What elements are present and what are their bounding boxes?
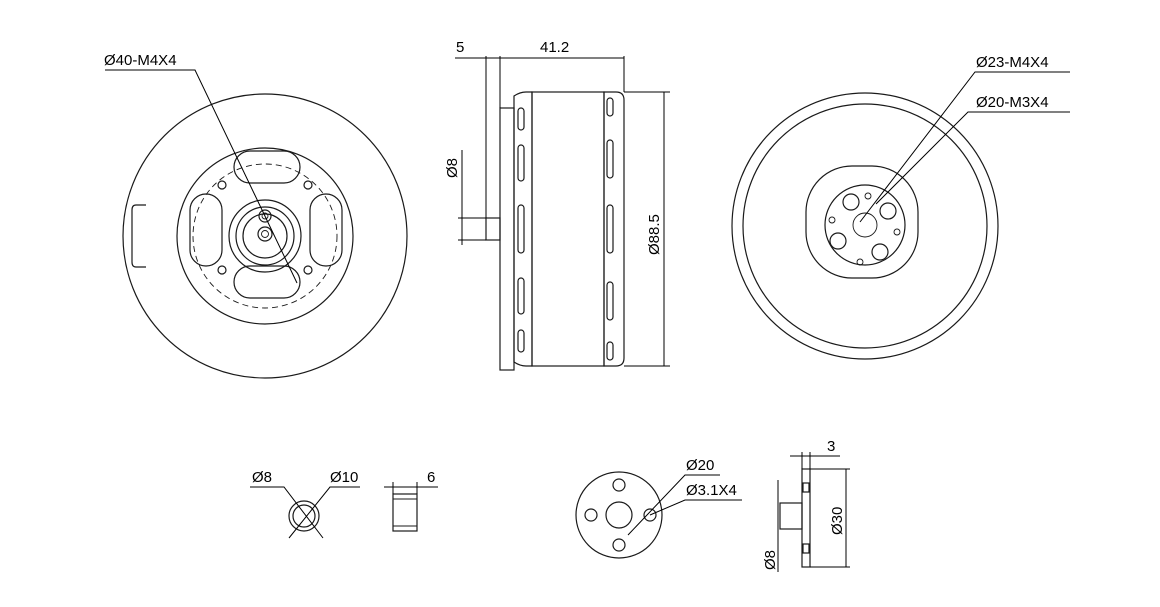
side-vent-rear-1 xyxy=(606,97,614,117)
mount-hole-right xyxy=(643,508,657,522)
rear-m3-leader xyxy=(875,111,1070,205)
front-bolt-circle-leader xyxy=(105,69,298,284)
side-vent-rear-3 xyxy=(606,204,614,254)
front-mount-hole-3 xyxy=(217,265,227,275)
rear-m3-label: Ø20-M3X4 xyxy=(976,94,1049,111)
rear-small-hole-2 xyxy=(893,228,901,236)
front-hub-mid xyxy=(235,206,295,266)
mount-bolt-circle-label: Ø20 xyxy=(686,457,714,474)
side-motor-body xyxy=(531,91,605,367)
shaft-diameter-label: Ø8 xyxy=(444,158,461,178)
mount-side-hub xyxy=(779,502,803,530)
bushing-inner-leader xyxy=(250,486,324,539)
front-side-notch xyxy=(131,204,146,268)
rear-small-hole-4 xyxy=(856,258,864,266)
rear-m4-leader xyxy=(859,71,1070,223)
mount-holes-leader xyxy=(649,499,742,516)
front-hub-inner xyxy=(242,213,288,259)
bushing-side-body xyxy=(392,493,418,532)
front-mount-hole-4 xyxy=(303,265,313,275)
rear-view xyxy=(731,71,1070,360)
bushing-inner-circle xyxy=(292,504,316,528)
front-slot-left xyxy=(189,193,223,267)
mount-bolt-circle-leader xyxy=(627,474,720,536)
side-vent-rear-5 xyxy=(606,341,614,361)
mount-hub-label: Ø8 xyxy=(762,550,779,570)
rear-center-hole xyxy=(852,212,878,238)
bushing-length-label: 6 xyxy=(427,469,435,486)
mount-hole-left xyxy=(584,508,598,522)
front-slot-top xyxy=(233,150,301,184)
side-vent-front-1 xyxy=(517,107,525,131)
front-bolt-circle xyxy=(192,163,338,309)
rear-screw-3 xyxy=(829,232,847,250)
front-outer-rim xyxy=(122,93,408,379)
mount-diameter-label: Ø30 xyxy=(829,507,846,535)
front-shaft-hole-inner xyxy=(261,230,269,238)
side-rear-bell xyxy=(603,91,625,367)
shaft-extension-label: 5 xyxy=(456,39,464,56)
bushing-view xyxy=(250,482,438,539)
side-view xyxy=(455,56,670,371)
front-slot-bottom xyxy=(233,265,301,299)
mount-side-view xyxy=(777,452,850,572)
front-slot-right xyxy=(309,193,343,267)
side-vent-front-2 xyxy=(517,144,525,182)
front-face-ring xyxy=(176,147,354,325)
mount-front-view xyxy=(575,471,742,559)
front-view xyxy=(105,69,408,379)
front-mount-hole-1 xyxy=(217,180,227,190)
front-shaft-hole xyxy=(257,226,273,242)
rear-m4-label: Ø23-M4X4 xyxy=(976,54,1049,71)
rear-screw-2 xyxy=(879,202,897,220)
rear-outer-rim xyxy=(731,92,999,360)
rear-inner-rim xyxy=(742,103,988,349)
front-screw-hole-top xyxy=(258,209,272,223)
motor-diameter-label: Ø88.5 xyxy=(646,214,663,255)
rear-screw-1 xyxy=(842,193,860,211)
front-screw-hole-top-inner xyxy=(261,212,269,220)
mount-hole-top xyxy=(612,478,626,492)
mount-holes-label: Ø3.1X4 xyxy=(686,482,737,499)
front-mount-hole-2 xyxy=(303,180,313,190)
mount-hole-bottom xyxy=(612,538,626,552)
bushing-inner-label: Ø8 xyxy=(252,469,272,486)
bushing-outer-leader xyxy=(288,486,360,539)
rear-small-hole-3 xyxy=(828,216,836,224)
mount-side-hole-1 xyxy=(802,482,810,493)
mount-center-hole xyxy=(605,501,633,529)
motor-length-label: 41.2 xyxy=(540,39,569,56)
side-vent-rear-4 xyxy=(606,281,614,321)
bushing-outer-circle xyxy=(288,500,320,532)
mount-side-hole-2 xyxy=(802,543,810,554)
rear-hub-plate xyxy=(805,165,919,279)
side-vent-front-3 xyxy=(517,204,525,254)
side-shaft xyxy=(485,217,501,241)
rear-mount-ring xyxy=(824,184,906,266)
side-front-flange xyxy=(499,107,515,371)
rear-screw-4 xyxy=(871,243,889,261)
side-front-bell xyxy=(513,91,533,367)
rear-small-hole-1 xyxy=(864,192,872,200)
side-vent-rear-2 xyxy=(606,139,614,179)
mount-side-plate xyxy=(801,468,811,568)
mount-thickness-label: 3 xyxy=(827,438,835,455)
bushing-outer-label: Ø10 xyxy=(330,469,358,486)
side-vent-front-4 xyxy=(517,277,525,315)
front-bolt-circle-label: Ø40-M4X4 xyxy=(104,52,177,69)
front-hub-outer xyxy=(228,199,302,273)
side-vent-front-5 xyxy=(517,329,525,353)
mount-outer-circle xyxy=(575,471,663,559)
